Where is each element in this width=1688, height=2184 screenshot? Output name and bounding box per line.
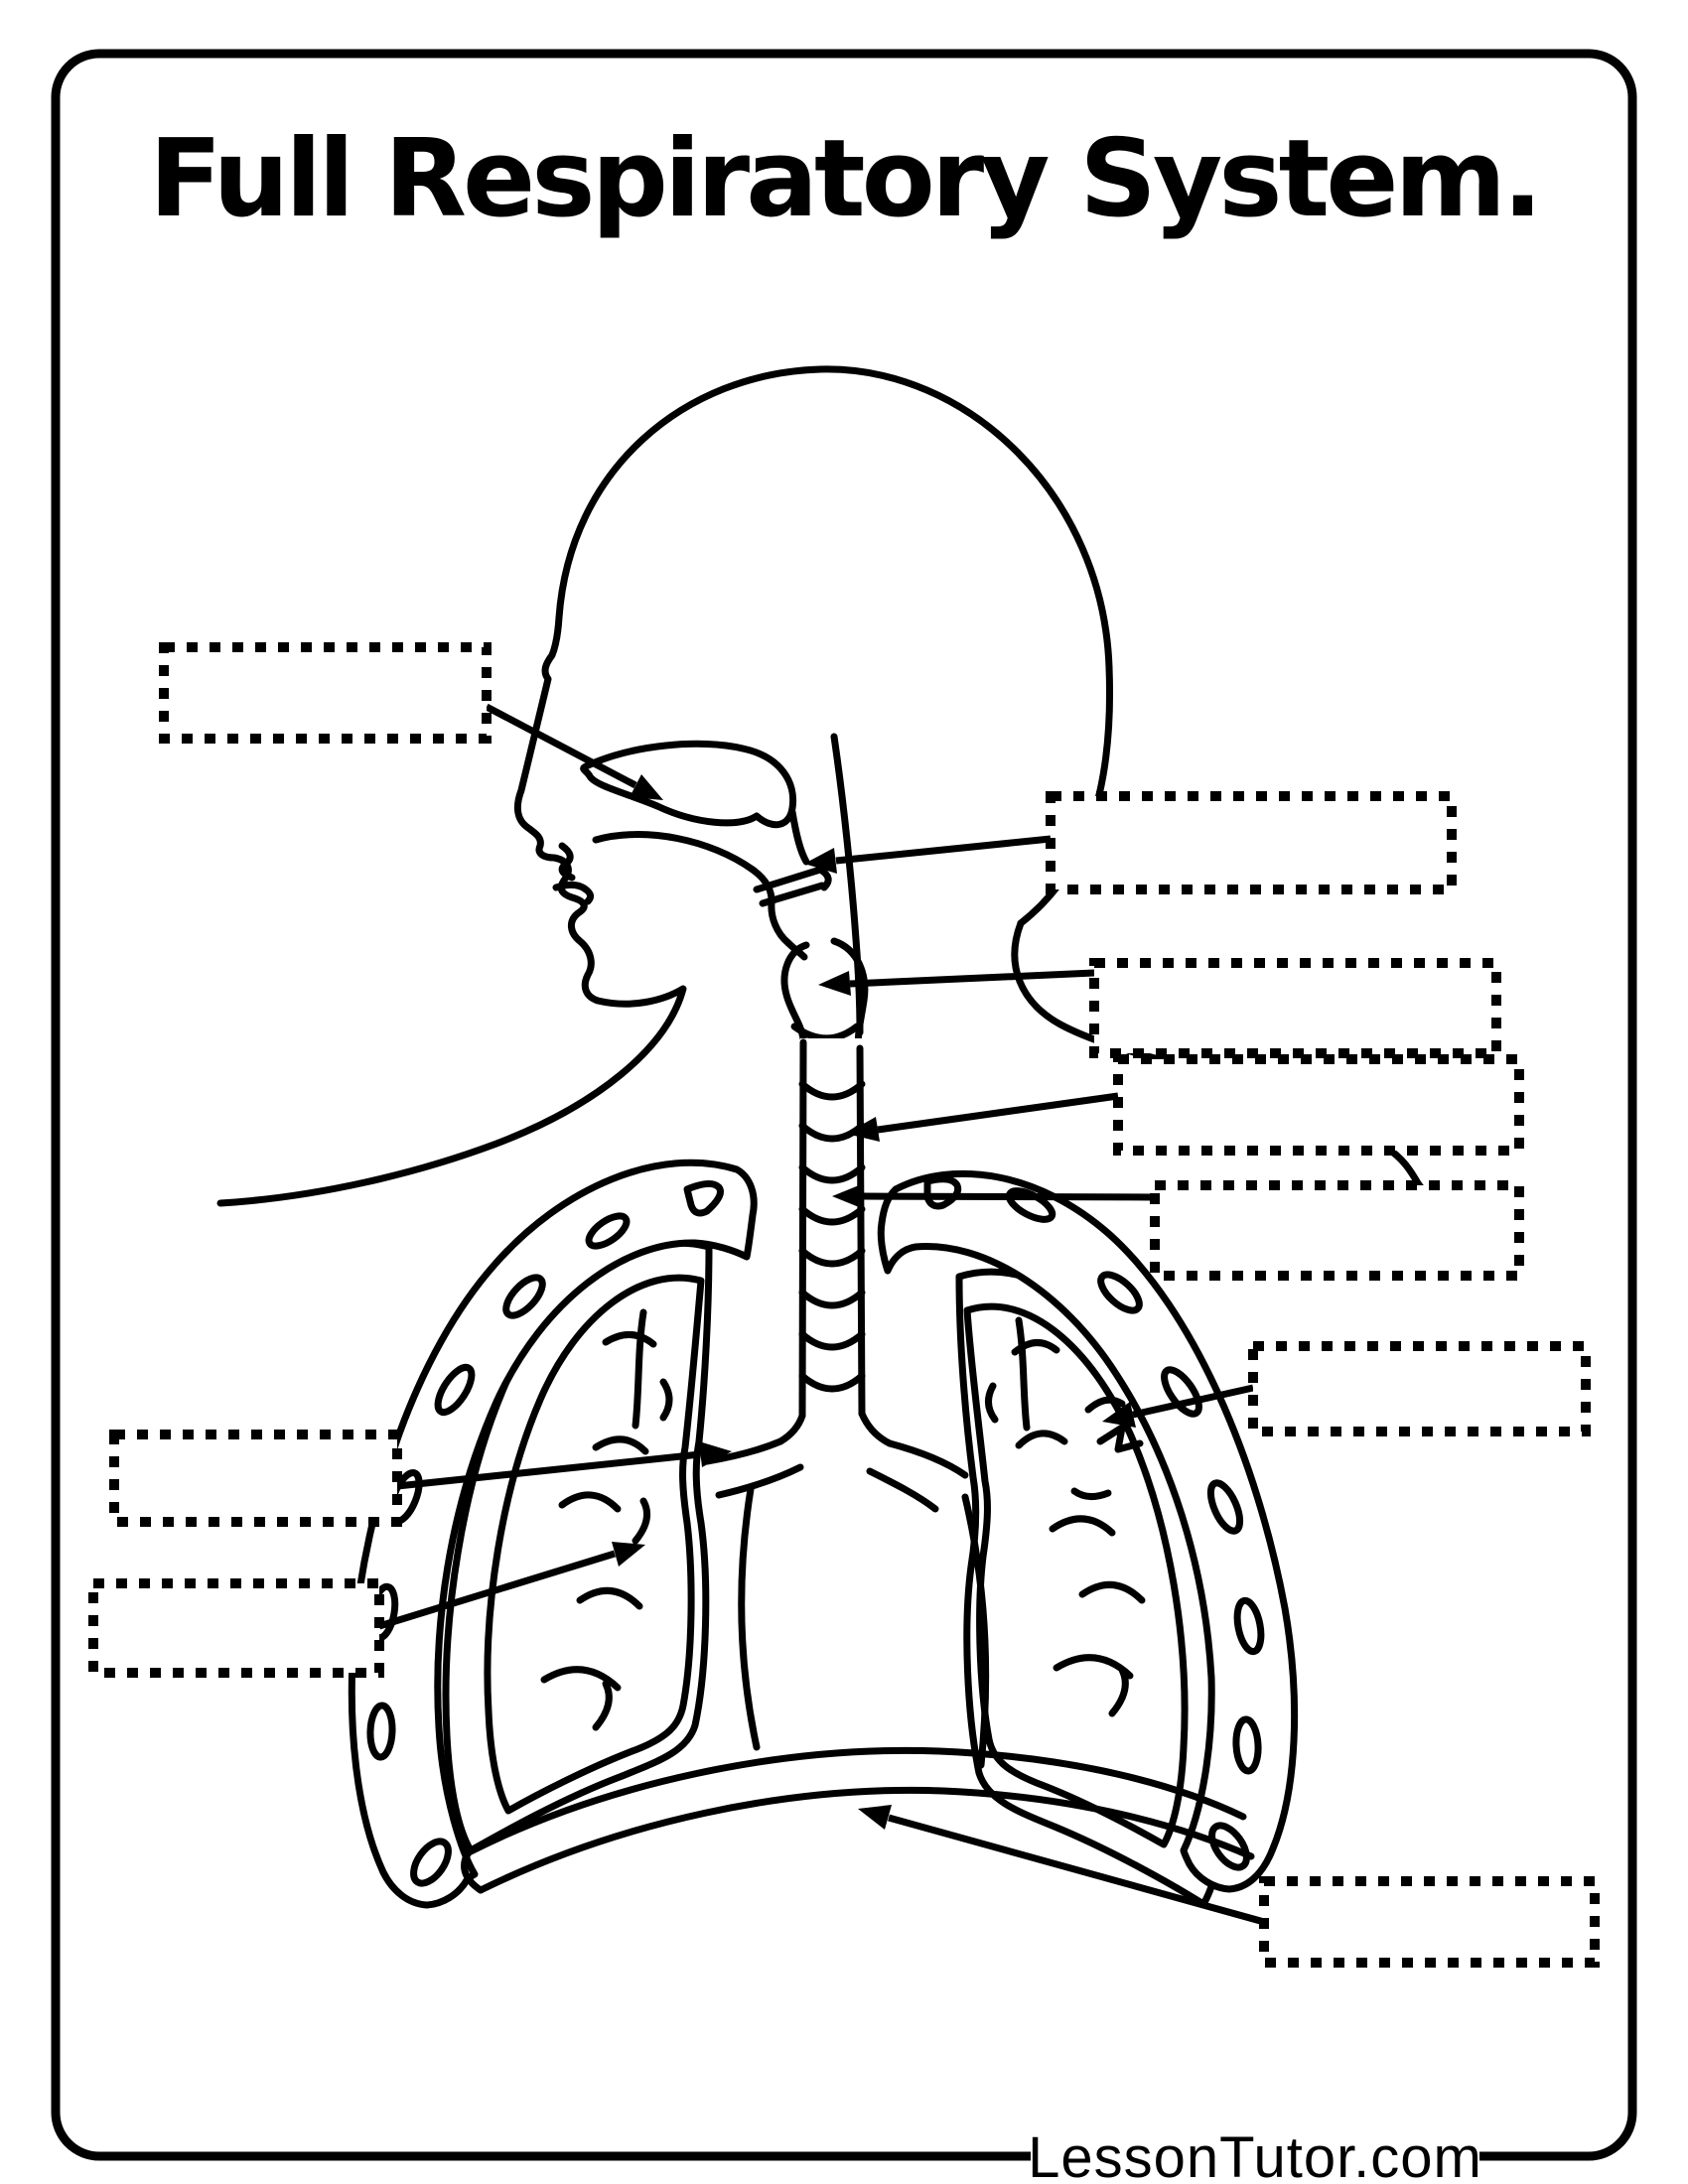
- teeth-squiggle-lower: [552, 881, 595, 905]
- arrow-to-trachea-lower: [832, 1183, 1156, 1209]
- epiglottis: [753, 866, 832, 907]
- arrow-to-nasal-cavity: [485, 703, 663, 800]
- left-bronchioles: [540, 1308, 673, 1731]
- arrow-to-left-bronchus: [396, 1441, 732, 1490]
- arrow-to-trachea-upper: [846, 1092, 1119, 1142]
- mediastinum-lines: [738, 1485, 990, 1769]
- larynx: [780, 937, 869, 1050]
- label-box-6[interactable]: [1248, 1341, 1591, 1436]
- arrow-to-larynx: [818, 969, 1095, 996]
- diaphragm-band: [461, 1746, 1255, 1894]
- label-box-5[interactable]: [1150, 1180, 1524, 1281]
- page-title: Full Respiratory System.: [148, 117, 1543, 241]
- label-box-2[interactable]: [1046, 791, 1457, 894]
- rib-cage-left: [348, 1159, 758, 1909]
- label-box-4[interactable]: [1113, 1054, 1524, 1156]
- leader-arrows: [377, 703, 1265, 1926]
- trachea: [776, 1038, 894, 1447]
- answer-boxes: [88, 642, 1600, 1968]
- label-box-7[interactable]: [109, 1430, 402, 1527]
- left-lung: [442, 1239, 713, 1854]
- label-box-3[interactable]: [1089, 958, 1501, 1058]
- mouth-interior: [552, 740, 832, 947]
- label-box-1[interactable]: [159, 642, 492, 744]
- arrow-to-right-bronchioles: [1102, 1384, 1254, 1428]
- nasal-cavity-shape: [580, 740, 797, 829]
- head-outline: [216, 365, 1114, 1207]
- arrow-to-pharynx: [804, 835, 1052, 874]
- label-box-8[interactable]: [88, 1578, 384, 1678]
- footer-brand: LessonTutor.com: [1028, 2113, 1481, 2184]
- right-bronchioles: [985, 1316, 1146, 1717]
- label-box-9[interactable]: [1259, 1876, 1600, 1968]
- rib-cage-right: [877, 1169, 1299, 1893]
- tongue-curve: [592, 831, 792, 947]
- teeth-squiggle-upper: [558, 842, 576, 882]
- arrow-to-left-lung: [377, 1542, 645, 1630]
- arrow-to-diaphragm: [858, 1805, 1265, 1926]
